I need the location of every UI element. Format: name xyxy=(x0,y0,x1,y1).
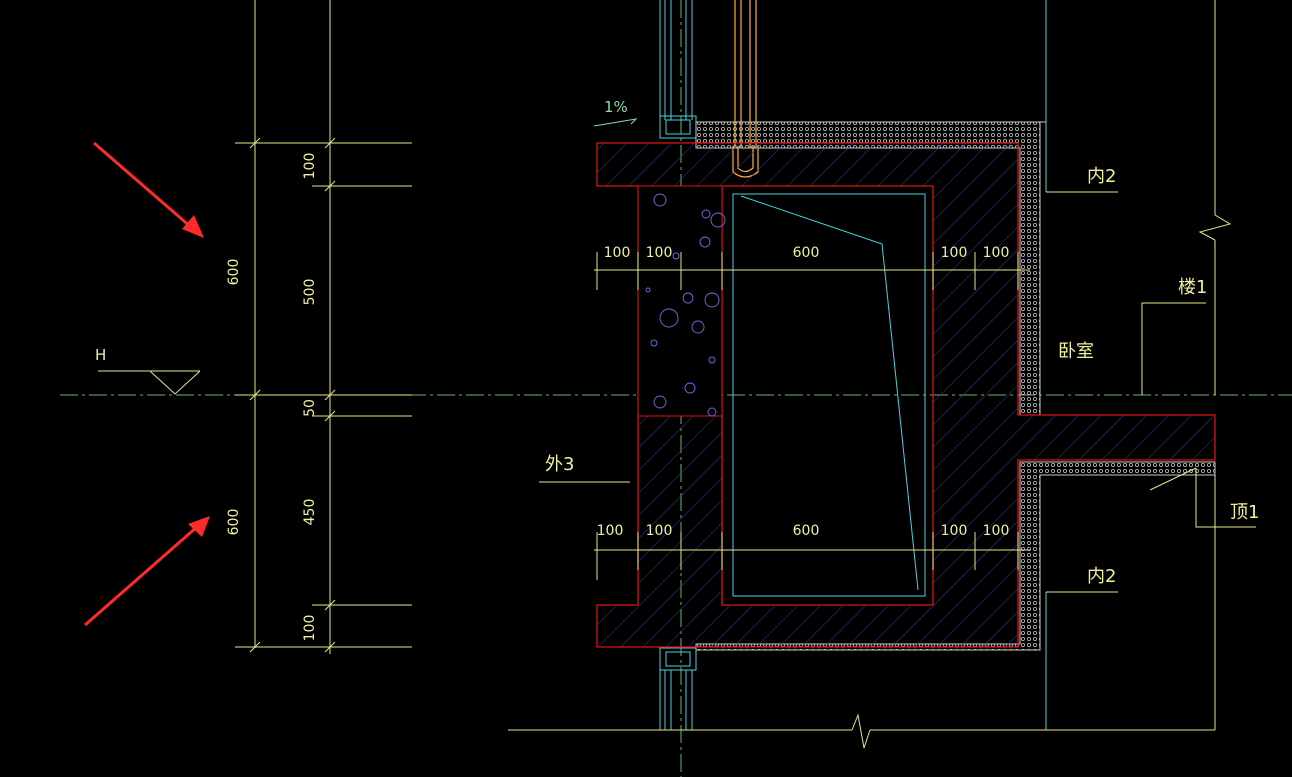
label-bedroom: 卧室 xyxy=(1058,341,1094,362)
slope-label: 1% xyxy=(604,98,628,116)
label-outer: 外3 xyxy=(545,454,574,475)
upper-dimension-row-lines xyxy=(594,252,1030,290)
glazing-top xyxy=(659,0,697,139)
dim-overall-upper: 600 xyxy=(226,259,242,286)
lower-dimension-row-lines xyxy=(594,532,1030,580)
label-floor: 楼1 xyxy=(1178,277,1207,298)
arrow-annotation-lower xyxy=(84,516,210,627)
dim-top-100: 100 xyxy=(302,153,318,180)
lower-dim-d: 100 xyxy=(941,523,968,539)
upper-dim-c: 600 xyxy=(793,245,820,261)
arrow-annotation-upper xyxy=(93,141,204,238)
upper-dim-a: 100 xyxy=(604,245,631,261)
inner-opening xyxy=(732,193,926,597)
glazing-bottom xyxy=(659,647,697,730)
upper-dim-e: 100 xyxy=(983,245,1010,261)
upper-dim-d: 100 xyxy=(941,245,968,261)
lower-dim-e: 100 xyxy=(983,523,1010,539)
label-inner-top: 内2 xyxy=(1087,166,1116,187)
lower-dim-a: 100 xyxy=(597,523,624,539)
dim-bottom-100: 100 xyxy=(302,615,318,642)
right-leaders xyxy=(508,0,1256,749)
upper-dim-b: 100 xyxy=(646,245,673,261)
level-marker-symbol xyxy=(98,370,201,395)
dim-450: 450 xyxy=(302,499,318,526)
dim-500: 500 xyxy=(302,279,318,306)
aerated-block-zone xyxy=(637,185,723,417)
dim-50: 50 xyxy=(302,399,318,417)
diagonal-profile xyxy=(740,195,919,591)
level-marker-label: H xyxy=(95,346,106,364)
slope-arrow xyxy=(593,118,638,127)
label-inner-bottom: 内2 xyxy=(1087,566,1116,587)
left-dimension-chain xyxy=(235,0,412,654)
lower-dim-c: 600 xyxy=(793,523,820,539)
label-ceiling: 顶1 xyxy=(1230,502,1259,523)
lower-dim-b: 100 xyxy=(646,523,673,539)
dim-overall-lower: 600 xyxy=(226,509,242,536)
aerated-block-bubbles xyxy=(645,193,726,417)
